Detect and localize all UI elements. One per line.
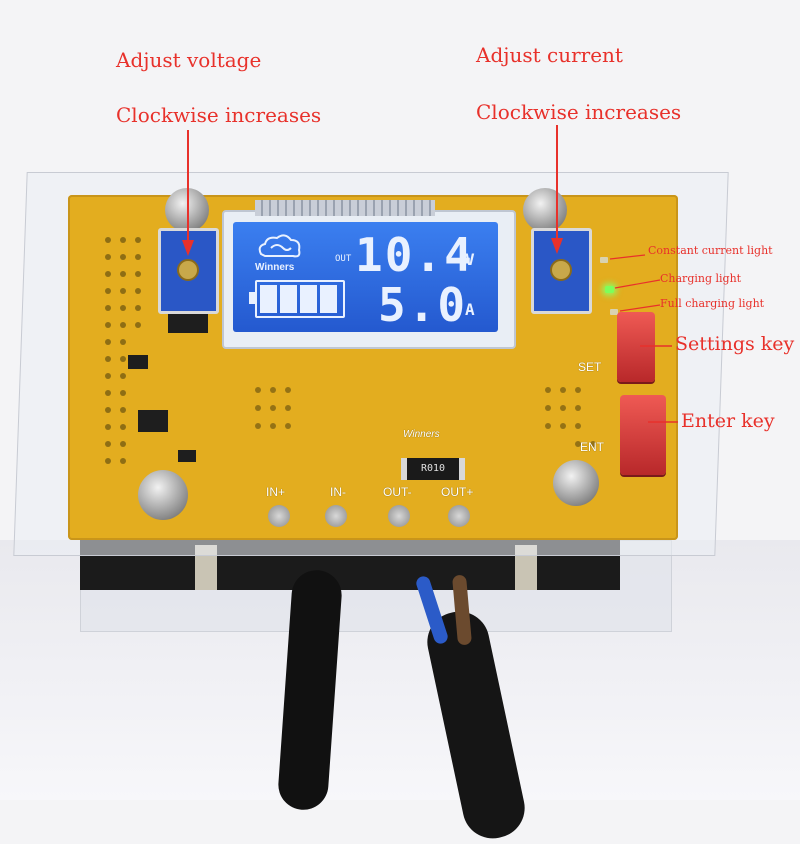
standoff-right xyxy=(515,545,537,590)
voltage-trimpot-screw-icon xyxy=(177,259,199,281)
battery-segment xyxy=(280,285,297,313)
standoff-left xyxy=(195,545,217,590)
adjust-current-label: Adjust current xyxy=(476,43,623,67)
in-minus-label: IN- xyxy=(330,485,346,499)
current-trimpot-screw-icon xyxy=(550,259,572,281)
annotation-arrows xyxy=(182,125,678,423)
set-key-label: SET xyxy=(578,360,602,374)
lcd-brand: Winners xyxy=(255,262,295,273)
full-charging-light-label: Full charging light xyxy=(660,297,765,310)
constant-current-led xyxy=(600,257,608,263)
cloud-logo-icon xyxy=(258,234,301,258)
arrow-constant-current xyxy=(609,254,646,260)
mounting-screw-top-right xyxy=(523,188,567,232)
via-holes-center xyxy=(255,387,596,447)
enter-key-button[interactable] xyxy=(620,395,666,475)
mounting-screw-bottom-left xyxy=(138,470,188,520)
out-plus-label: OUT+ xyxy=(441,485,474,499)
battery-tip xyxy=(249,292,255,304)
current-trimpot[interactable] xyxy=(531,228,592,314)
battery-segment xyxy=(300,285,317,313)
settings-key-label: Settings key xyxy=(675,333,795,355)
battery-segment xyxy=(320,285,337,313)
arrow-full-charging xyxy=(619,304,661,312)
in-plus-label: IN+ xyxy=(266,485,286,499)
lcd-current-value: 5.0 xyxy=(378,278,468,332)
battery-fill xyxy=(260,285,337,313)
charging-led xyxy=(605,286,614,293)
adjust-voltage-label: Adjust voltage xyxy=(116,48,262,72)
pcb-brand-label: Winners xyxy=(403,429,440,440)
battery-icon xyxy=(249,280,345,318)
resistor-marking: R010 xyxy=(420,463,446,474)
voltage-clockwise-label: Clockwise increases xyxy=(116,103,322,127)
battery-segment xyxy=(260,285,277,313)
lcd-screen: Winners OUT 10.4 V 5.0 A xyxy=(233,222,498,332)
out-minus-label: OUT- xyxy=(383,485,412,499)
charging-light-label: Charging light xyxy=(660,272,742,285)
current-clockwise-label: Clockwise increases xyxy=(476,100,682,124)
terminal-screw-out-minus[interactable] xyxy=(388,505,410,527)
constant-current-light-label: Constant current light xyxy=(648,244,773,257)
arrow-charging xyxy=(614,279,661,289)
lcd-voltage-value: 10.4 xyxy=(355,228,474,282)
transistor xyxy=(128,355,148,369)
regulator-chip xyxy=(138,410,168,432)
terminal-screw-in-minus[interactable] xyxy=(325,505,347,527)
terminal-screw-out-plus[interactable] xyxy=(448,505,470,527)
lcd-connector xyxy=(255,200,435,216)
smd-component xyxy=(178,450,196,462)
full-charging-led xyxy=(610,309,618,315)
mounting-screw-bottom-right xyxy=(553,460,599,506)
lcd-voltage-unit: V xyxy=(465,250,475,269)
lcd-out-label: OUT xyxy=(335,254,352,264)
shunt-resistor: R010 xyxy=(401,458,465,480)
ent-key-label: ENT xyxy=(580,440,604,454)
via-holes-left xyxy=(105,237,141,464)
enter-key-label: Enter key xyxy=(681,410,775,432)
settings-key-button[interactable] xyxy=(617,312,655,382)
terminal-screw-in-plus[interactable] xyxy=(268,505,290,527)
lcd-current-unit: A xyxy=(465,300,475,319)
